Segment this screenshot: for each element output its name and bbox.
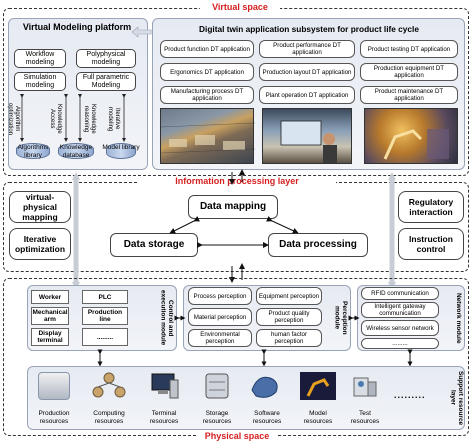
operator-workstation-photo bbox=[262, 108, 352, 164]
srl-label: Support resource layer bbox=[449, 370, 465, 426]
dt-app-ergonomics: Ergonomics DT application bbox=[160, 63, 254, 81]
pm-equipment: Equipment perception bbox=[256, 287, 322, 305]
workflow-modeling-box: Workflow modeling bbox=[14, 49, 66, 68]
dt-app-product-function: Product function DT application bbox=[160, 40, 254, 58]
simulation-modeling-box: Simulation modeling bbox=[14, 72, 66, 91]
model-library-icon bbox=[106, 143, 136, 159]
software-resources-icon bbox=[248, 372, 282, 400]
virtual-space-title: Virtual space bbox=[200, 2, 280, 14]
polyphysical-modeling-box: Polyphysical modeling bbox=[76, 49, 136, 68]
factory-floor-photo bbox=[160, 108, 256, 164]
dt-app-product-performance: Product performance DT application bbox=[259, 40, 355, 58]
cem-display-terminal: Display terminal bbox=[31, 328, 69, 346]
test-resources-icon bbox=[350, 372, 380, 400]
production-resources-label: Production resources bbox=[38, 410, 70, 425]
cem-plc: PLC bbox=[82, 290, 128, 304]
software-resources-label: Software resources bbox=[252, 410, 282, 425]
support-resource-layer bbox=[27, 366, 465, 430]
dt-app-plant-operation: Plant operation DT application bbox=[259, 86, 355, 104]
dt-app-production-equipment: Production equipment DT application bbox=[360, 63, 458, 81]
dt-app-production-layout: Production layout DT application bbox=[259, 63, 355, 81]
algorithm-optimization-label: Algorithm optimization bbox=[7, 102, 20, 135]
pm-process: Process perception bbox=[188, 287, 252, 305]
storage-resources-label: Storage resources bbox=[202, 410, 232, 425]
knowledge-database-icon bbox=[58, 143, 94, 159]
cem-mechanical-arm: Mechanical arm bbox=[31, 307, 69, 325]
pm-environmental: Environmental perception bbox=[188, 329, 252, 347]
physical-space-title: Physical space bbox=[196, 431, 278, 443]
storage-resources-icon bbox=[204, 372, 230, 400]
robot-cell-photo bbox=[364, 108, 458, 164]
nm-rfid: RFID communication bbox=[361, 287, 439, 300]
cem-worker: Worker bbox=[31, 290, 69, 304]
terminal-resources-icon bbox=[150, 372, 180, 400]
model-resources-icon bbox=[300, 372, 336, 400]
knowledge-reasoning-label: Knowledge reasoning bbox=[83, 104, 96, 134]
vp-mapping-box: virtual-physical mapping bbox=[9, 191, 71, 223]
model-library-label: Model library bbox=[102, 144, 140, 151]
dt-app-manufacturing-process: Manufacturing process DT application bbox=[160, 86, 254, 104]
test-resources-label: Test resources bbox=[350, 410, 380, 425]
pm-product-quality: Product quality perception bbox=[256, 308, 322, 326]
nm-wireless-sensor: Wireless sensor network bbox=[361, 320, 439, 336]
computing-resources-label: Computing resources bbox=[93, 410, 125, 425]
cem-more: ......... bbox=[82, 328, 128, 346]
knowledge-access-label: Knowledge Access bbox=[49, 104, 62, 134]
pm-material: Material perception bbox=[188, 308, 252, 326]
iterative-optimization-box: Iterative optimization bbox=[9, 228, 71, 260]
knowledge-database-label: Knowledge database bbox=[59, 144, 93, 159]
production-resources-icon bbox=[38, 372, 70, 400]
full-parametric-modeling-box: Full parametric Modeling bbox=[76, 72, 136, 91]
srl-more: ......... bbox=[394, 390, 426, 400]
algorithms-library-icon bbox=[16, 143, 50, 159]
pm-human-factor: human factor perception bbox=[256, 329, 322, 347]
data-mapping-box: Data mapping bbox=[188, 195, 278, 219]
instruction-control-box: Instruction control bbox=[398, 228, 464, 260]
nm-more: ......... bbox=[361, 338, 439, 349]
nm-label: Network module bbox=[455, 292, 462, 344]
cem-label: Control and execution module bbox=[159, 290, 175, 346]
regulatory-interaction-box: Regulatory interaction bbox=[398, 191, 464, 223]
nm-intelligent-gateway: Intelligent gateway communication bbox=[361, 302, 439, 318]
information-processing-layer-title: Information processing layer bbox=[138, 176, 336, 188]
pm-label: Perception module bbox=[333, 301, 349, 335]
vmp-arrows bbox=[20, 94, 126, 142]
computing-resources-icon bbox=[92, 372, 126, 400]
vmp-title: Virtual Modeling platform bbox=[22, 22, 132, 32]
algorithms-library-label: Algorithms library bbox=[17, 144, 49, 159]
iterative-modeling-label: Iterative modeling bbox=[107, 106, 120, 132]
model-resources-label: Model resources bbox=[303, 410, 333, 425]
dt-app-product-maintenance: Product maintenance DT application bbox=[360, 86, 458, 104]
dtas-title: Digital twin application subsystem for p… bbox=[199, 24, 419, 34]
data-processing-box: Data processing bbox=[268, 233, 368, 257]
data-storage-box: Data storage bbox=[110, 233, 198, 257]
cem-production-line: Production line bbox=[82, 307, 128, 325]
dt-app-product-testing: Product testing DT application bbox=[360, 40, 458, 58]
terminal-resources-label: Terminal resources bbox=[149, 410, 179, 425]
